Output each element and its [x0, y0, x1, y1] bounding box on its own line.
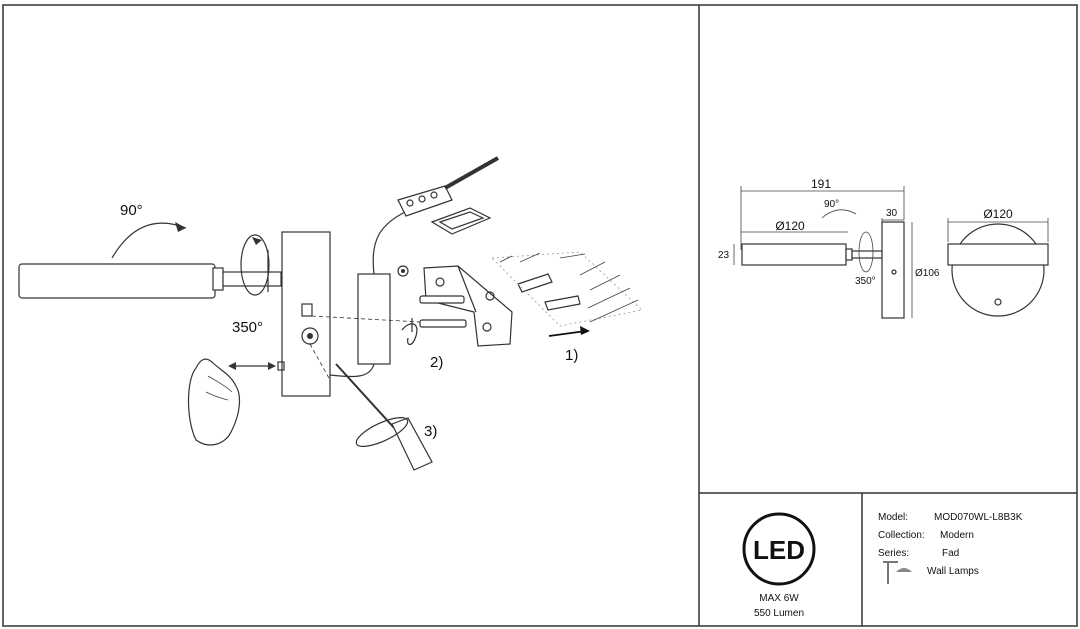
step1-arrow-head — [580, 326, 590, 335]
step1-label: 1) — [565, 347, 578, 364]
dim-30-label: 30 — [886, 208, 898, 219]
button — [277, 361, 285, 371]
step3-label: 3) — [424, 423, 437, 440]
arm-joint — [212, 267, 224, 291]
step2-label: 2) — [430, 354, 443, 371]
dim-angle-90-label: 90° — [824, 199, 839, 210]
base-plate — [281, 231, 331, 397]
wall-lamp-icon — [883, 561, 912, 584]
rotation-ellipse-350 — [240, 234, 270, 296]
arrow-head-350 — [252, 237, 262, 245]
side-shaft — [851, 250, 883, 259]
hand — [187, 358, 241, 446]
push-arrow-head-right — [268, 362, 276, 370]
step1-arrow — [548, 330, 587, 337]
dim-191-label: 191 — [811, 177, 831, 191]
side-joint — [845, 248, 853, 261]
category-value: Wall Lamps — [927, 566, 979, 577]
arrow-head-90 — [175, 222, 186, 232]
side-rot-350 — [858, 231, 874, 273]
cable-bottom — [329, 363, 375, 378]
front-arm — [947, 243, 1049, 266]
front-base — [951, 223, 1045, 317]
screws — [401, 295, 467, 346]
side-rot-90 — [821, 209, 857, 219]
dim-angle-350-label: 350° — [855, 276, 876, 287]
front-screw — [994, 298, 1002, 306]
angle-90-label: 90° — [120, 202, 143, 219]
screw-center — [307, 333, 313, 339]
collection-label: Collection: — [878, 530, 925, 541]
led-badge: LED MAX 6W 550 Lumen — [742, 512, 816, 619]
screwdriver — [335, 363, 433, 471]
side-base-screw — [891, 269, 897, 275]
series-value: Fad — [942, 548, 959, 559]
side-arm — [741, 243, 847, 266]
max-power-label: MAX 6W — [759, 593, 799, 604]
lamp-arm — [18, 263, 216, 299]
led-logo-text: LED — [753, 535, 805, 565]
info-block: Model: MOD070WL-L8B3K Collection: Modern… — [878, 512, 1023, 584]
angle-350-label: 350° — [232, 319, 263, 336]
wall-hatching — [491, 251, 643, 327]
dim-23-label: 23 — [718, 250, 730, 261]
mounting-bracket — [397, 265, 513, 347]
model-label: Model: — [878, 512, 908, 523]
terminal-block — [397, 156, 499, 235]
arm-shaft — [222, 271, 282, 287]
led-logo-circle — [742, 512, 816, 586]
dim-arm-label: Ø120 — [775, 219, 805, 233]
collection-value: Modern — [940, 530, 974, 541]
outer-frame — [2, 4, 1078, 627]
dim-106-label: Ø106 — [915, 268, 940, 279]
model-value: MOD070WL-L8B3K — [934, 512, 1023, 523]
rotation-arrow-90 — [111, 222, 187, 259]
cable-top — [372, 211, 406, 275]
dim-front-label: Ø120 — [983, 207, 1013, 221]
dimension-drawing: 191 Ø120 23 90° 350° 30 Ø106 Ø120 — [718, 177, 1049, 319]
screw-hole — [301, 303, 313, 317]
series-label: Series: — [878, 548, 909, 559]
installation-drawing: 90° 350° — [18, 156, 643, 471]
wall-plugs — [517, 273, 581, 311]
lumen-label: 550 Lumen — [754, 608, 804, 619]
push-arrow-head-left — [228, 362, 236, 370]
